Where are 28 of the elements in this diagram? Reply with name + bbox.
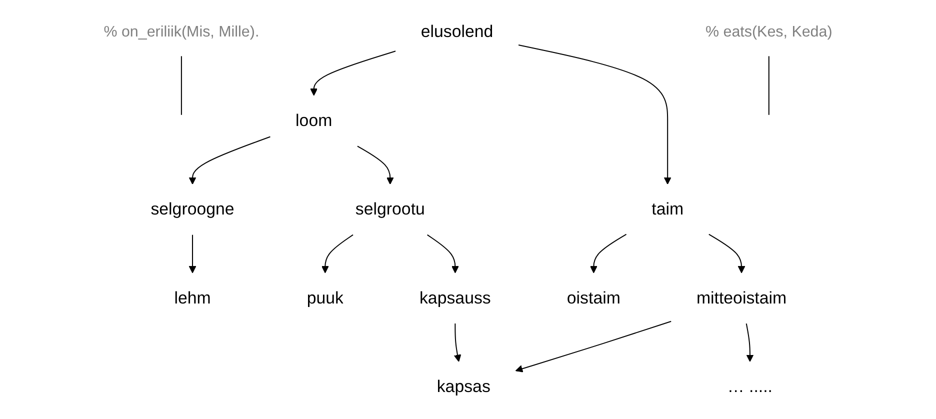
- node-text: selgroogne: [150, 200, 234, 219]
- node-text: … .....: [727, 378, 772, 396]
- node-text: kapsauss: [419, 288, 491, 308]
- node-text: selgrootu: [355, 200, 425, 219]
- arrow: [518, 44, 672, 184]
- arrow: [454, 324, 462, 362]
- connector: [768, 56, 770, 115]
- arrow: [427, 234, 459, 274]
- node-text: lehm: [174, 288, 211, 308]
- node-text: mitteoistaim: [696, 288, 787, 308]
- node-text: oistaim: [566, 288, 620, 308]
- arrow: [310, 50, 396, 96]
- node-text: % on_eriliik(Mis, Mille).: [104, 23, 260, 40]
- node-text: puuk: [306, 288, 344, 308]
- node-text: loom: [296, 112, 332, 130]
- arrow: [321, 234, 354, 274]
- arrow: [708, 234, 746, 274]
- node-text: taim: [652, 200, 684, 219]
- arrow: [515, 320, 672, 372]
- node-text: % eats(Kes, Keda): [706, 23, 832, 40]
- arrow: [188, 234, 196, 274]
- arrow: [746, 323, 754, 362]
- connector: [180, 56, 182, 115]
- node-text: kapsas: [436, 378, 490, 396]
- arrow: [188, 136, 270, 184]
- arrow: [357, 146, 394, 184]
- arrow: [590, 234, 627, 274]
- node-text: elusolend: [420, 22, 494, 42]
